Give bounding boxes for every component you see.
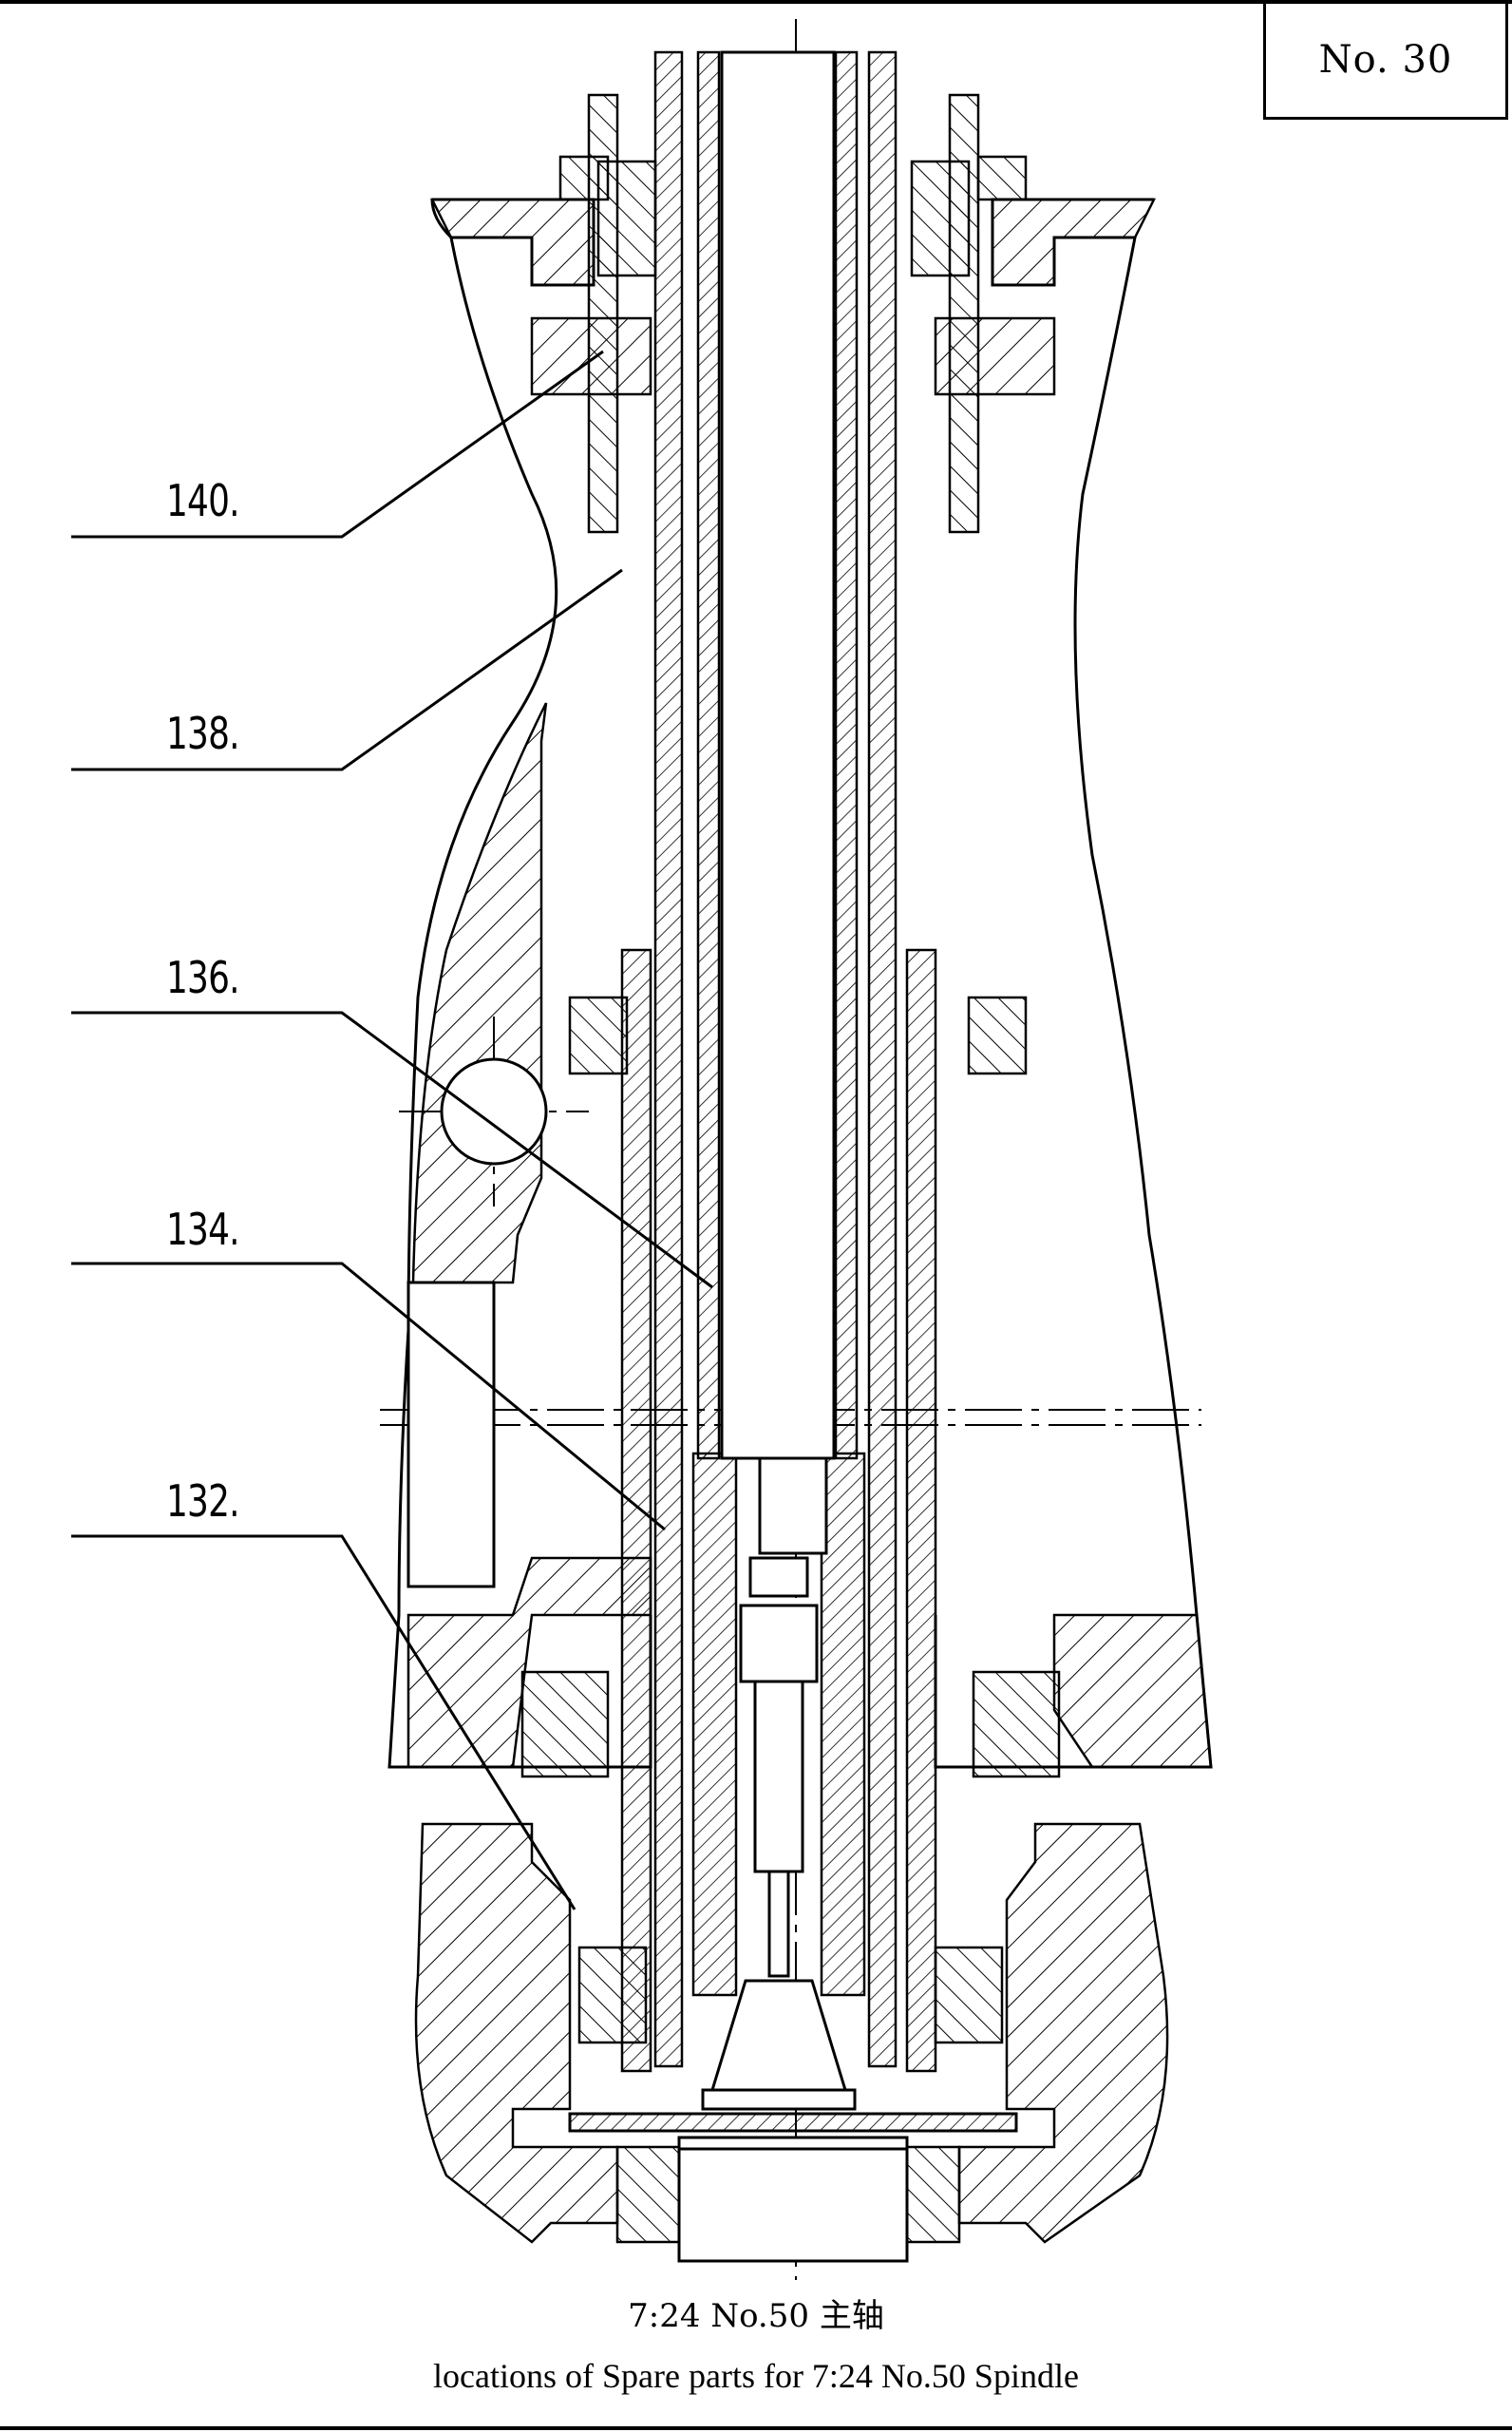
callout-label-140: 140. bbox=[166, 475, 240, 526]
callout-label-136: 136. bbox=[166, 952, 240, 1003]
spindle-nose bbox=[568, 2112, 1018, 2263]
callout-label-138: 138. bbox=[166, 708, 240, 759]
callout-label-134: 134. bbox=[166, 1204, 240, 1255]
casting-section bbox=[406, 702, 1213, 1769]
bearings bbox=[520, 160, 1061, 2044]
sheet-number-box: No. 30 bbox=[1263, 2, 1508, 120]
housing-right bbox=[934, 198, 1213, 1769]
drawing-title-en: locations of Spare parts for 7:24 No.50 … bbox=[433, 2357, 1079, 2395]
sheet-number: No. 30 bbox=[1318, 37, 1453, 82]
housing-left bbox=[387, 198, 652, 1769]
nose-housing bbox=[414, 1822, 1169, 2244]
callout-label-132: 132. bbox=[166, 1475, 240, 1527]
callout-leaders bbox=[71, 350, 713, 1910]
draw-bar bbox=[701, 50, 857, 2111]
spindle-sleeves bbox=[587, 50, 980, 2073]
drawing-title-cn: 7:24 No.50 主轴 bbox=[628, 2297, 884, 2335]
